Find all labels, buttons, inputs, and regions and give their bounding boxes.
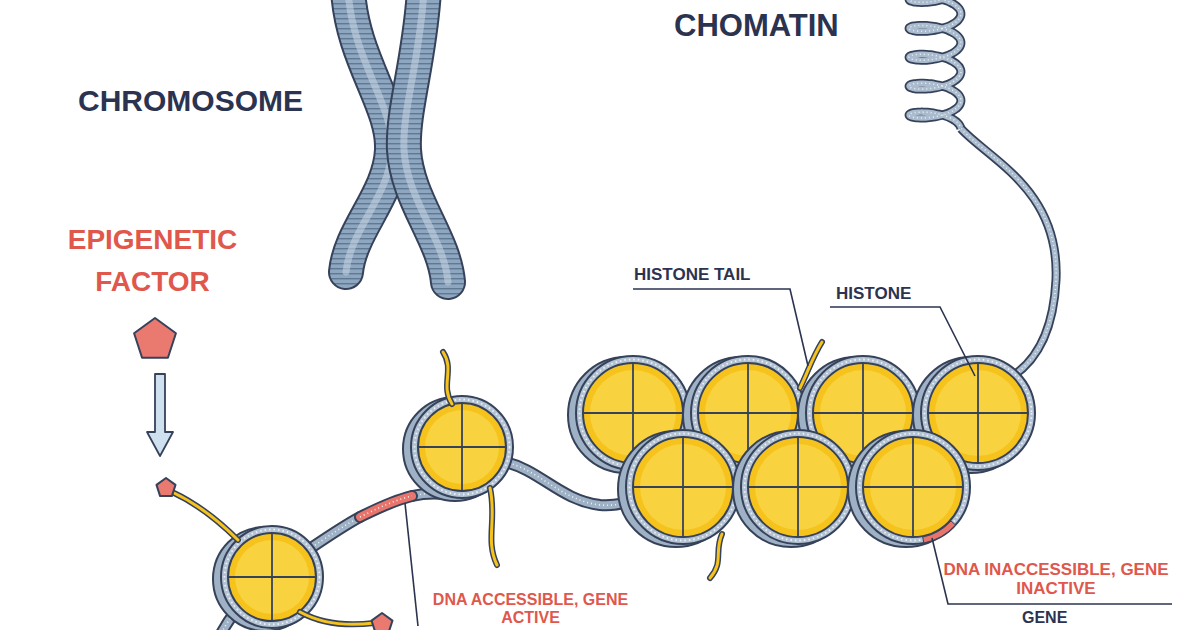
chromosome-label: CHROMOSOME [78,84,303,119]
accessible-gene-label: DNA ACCESSIBLE, GENE ACTIVE [428,591,633,627]
leader-lines [405,289,1172,626]
chromosome-figure [346,0,448,282]
inaccessible-gene-label: DNA INACCESSIBLE, GENE INACTIVE [940,560,1172,598]
chromatin-coil [909,0,1056,385]
histone-octamer [848,430,970,547]
gene-label: GENE [1022,609,1067,627]
binding-arrow [147,374,173,456]
histone-tail-label: HISTONE TAIL [634,265,751,285]
histone-octamer [403,396,513,501]
epigenetic-factor-label: EPIGENETIC FACTOR [30,219,275,303]
chromatin-label: CHOMATIN [674,8,839,44]
epigenetic-factor-symbol [134,318,176,358]
bound-factor-symbol [156,478,175,496]
bound-factor-symbol [372,613,393,630]
histone-label: HISTONE [836,284,911,304]
histone-octamer [733,430,855,547]
inactive-gene-region [923,521,956,543]
histone-octamer [618,430,740,547]
histone-tails [172,342,822,624]
